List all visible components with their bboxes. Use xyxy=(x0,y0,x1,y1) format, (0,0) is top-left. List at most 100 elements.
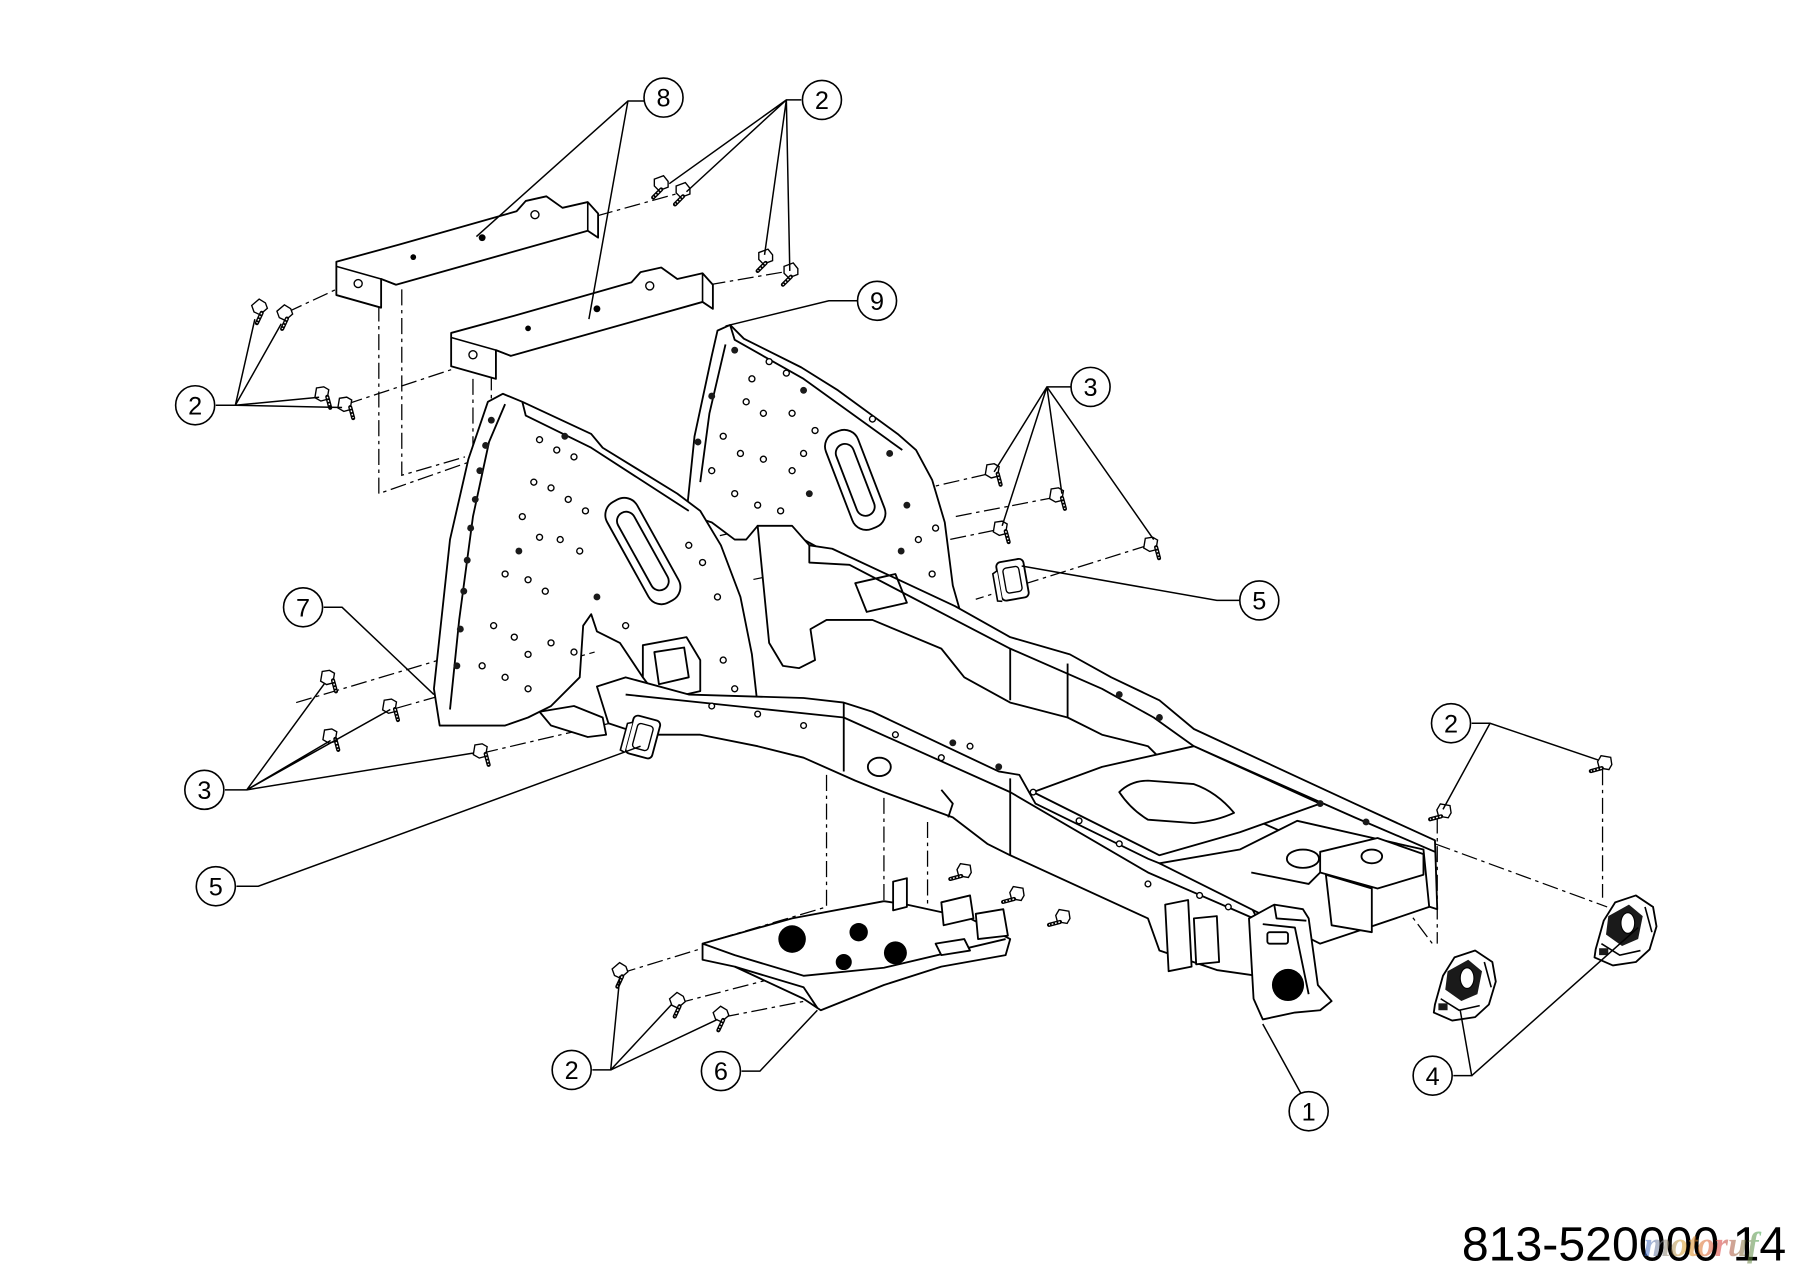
mounting-hole xyxy=(1144,880,1152,888)
bolt xyxy=(711,1005,732,1031)
bolt xyxy=(1003,883,1027,909)
bolt xyxy=(275,303,296,329)
skid-plate xyxy=(701,877,1012,1012)
bolt xyxy=(1046,485,1072,509)
leader-line-5-right xyxy=(1021,565,1240,602)
callout-1: 1 xyxy=(1288,1090,1329,1132)
bolt xyxy=(311,384,337,408)
slot-handle-left xyxy=(604,496,682,606)
bolt xyxy=(1430,800,1454,826)
leader-line-5-left xyxy=(236,745,641,888)
mounting-hole xyxy=(713,593,722,601)
callout-2-bottom: 2 xyxy=(551,1049,593,1091)
leader-line-9 xyxy=(725,300,858,327)
bolt xyxy=(470,741,496,765)
mounting-hole xyxy=(593,593,601,601)
callout-2-left: 2 xyxy=(174,384,216,426)
callout-label: 4 xyxy=(1426,1063,1440,1091)
mounting-hole xyxy=(501,570,509,578)
leader-line-7 xyxy=(323,606,435,696)
callout-label: 6 xyxy=(714,1058,728,1086)
mount-bracket-left xyxy=(1432,949,1497,1022)
mounting-hole xyxy=(995,763,1003,771)
bolt xyxy=(379,696,405,720)
mounting-hole xyxy=(467,524,475,532)
mounting-hole xyxy=(708,392,716,400)
assembly-line xyxy=(596,191,685,217)
mounting-hole xyxy=(460,587,468,595)
hole-pattern-frame xyxy=(708,691,1370,911)
mounting-hole xyxy=(515,547,523,555)
mounting-hole xyxy=(621,621,630,630)
mounting-hole xyxy=(1155,714,1163,721)
mounting-hole xyxy=(731,685,739,693)
mounting-hole xyxy=(1075,817,1083,825)
mounting-hole xyxy=(1362,818,1370,826)
assembly-line xyxy=(1434,843,1608,908)
mounting-hole xyxy=(776,507,785,515)
callout-label: 5 xyxy=(209,873,223,901)
mounting-hole xyxy=(453,662,461,670)
callout-5-left: 5 xyxy=(195,865,237,907)
callout-label: 2 xyxy=(565,1057,579,1085)
hole-pattern-left xyxy=(453,416,739,693)
callout-label: 1 xyxy=(1302,1098,1316,1126)
callout-6: 6 xyxy=(700,1050,742,1092)
frame-spacer xyxy=(866,756,892,777)
bolt xyxy=(610,961,631,987)
mounting-hole xyxy=(463,556,471,564)
mounting-hole xyxy=(530,478,538,486)
callout-2-top: 2 xyxy=(801,79,843,121)
callout-label: 2 xyxy=(188,392,202,420)
bolt xyxy=(950,860,974,886)
mounting-hole xyxy=(782,369,791,377)
mounting-hole xyxy=(1115,691,1123,698)
mounting-hole xyxy=(719,432,727,440)
mounting-hole xyxy=(753,501,762,509)
leader-lines xyxy=(215,99,1639,1094)
frame-rail-near xyxy=(596,676,1370,977)
mounting-hole xyxy=(914,535,923,544)
callout-3-right: 3 xyxy=(1070,366,1111,408)
leader-line-2-left xyxy=(215,318,343,409)
mounting-hole xyxy=(788,467,796,475)
hole-pattern-right xyxy=(694,346,940,578)
mounting-hole xyxy=(570,648,578,656)
assembly-line xyxy=(709,270,790,286)
bumper-pad-right xyxy=(990,557,1031,604)
mounting-hole xyxy=(708,467,716,475)
rear-cross-member xyxy=(1158,819,1431,945)
mounting-hole xyxy=(489,621,498,630)
mounting-hole xyxy=(482,441,490,449)
callout-4: 4 xyxy=(1412,1055,1453,1096)
mounting-hole xyxy=(903,501,911,509)
mounting-hole xyxy=(510,633,518,641)
bolt xyxy=(982,461,1008,485)
assembly-line xyxy=(401,289,466,477)
mounting-hole xyxy=(799,449,808,458)
mounting-hole xyxy=(1224,903,1232,911)
mounting-hole xyxy=(524,685,532,693)
mounting-hole xyxy=(1316,800,1324,808)
mounting-hole xyxy=(501,673,509,682)
mounting-hole xyxy=(535,533,544,541)
watermark-logo: motoruf xyxy=(1644,1226,1762,1264)
leader-line-4 xyxy=(1453,927,1639,1077)
mounting-hole xyxy=(547,639,555,647)
mounting-hole xyxy=(1115,840,1123,848)
mounting-hole xyxy=(886,450,894,457)
assembly-line xyxy=(286,288,337,313)
callout-label: 2 xyxy=(1444,710,1458,738)
bolt xyxy=(653,176,668,198)
mounting-hole xyxy=(931,524,940,532)
leader-line-6 xyxy=(741,1009,818,1072)
mounting-hole xyxy=(685,541,693,549)
mounting-hole xyxy=(759,455,768,463)
leader-line-3-left xyxy=(225,682,474,791)
leader-line-1 xyxy=(1262,1023,1302,1094)
drawing-number: 813-520000 14 xyxy=(1462,1217,1786,1271)
assembly-line xyxy=(723,998,818,1018)
mounting-hole xyxy=(731,346,739,354)
assembly-line xyxy=(954,496,1057,518)
mounting-hole xyxy=(788,409,796,417)
